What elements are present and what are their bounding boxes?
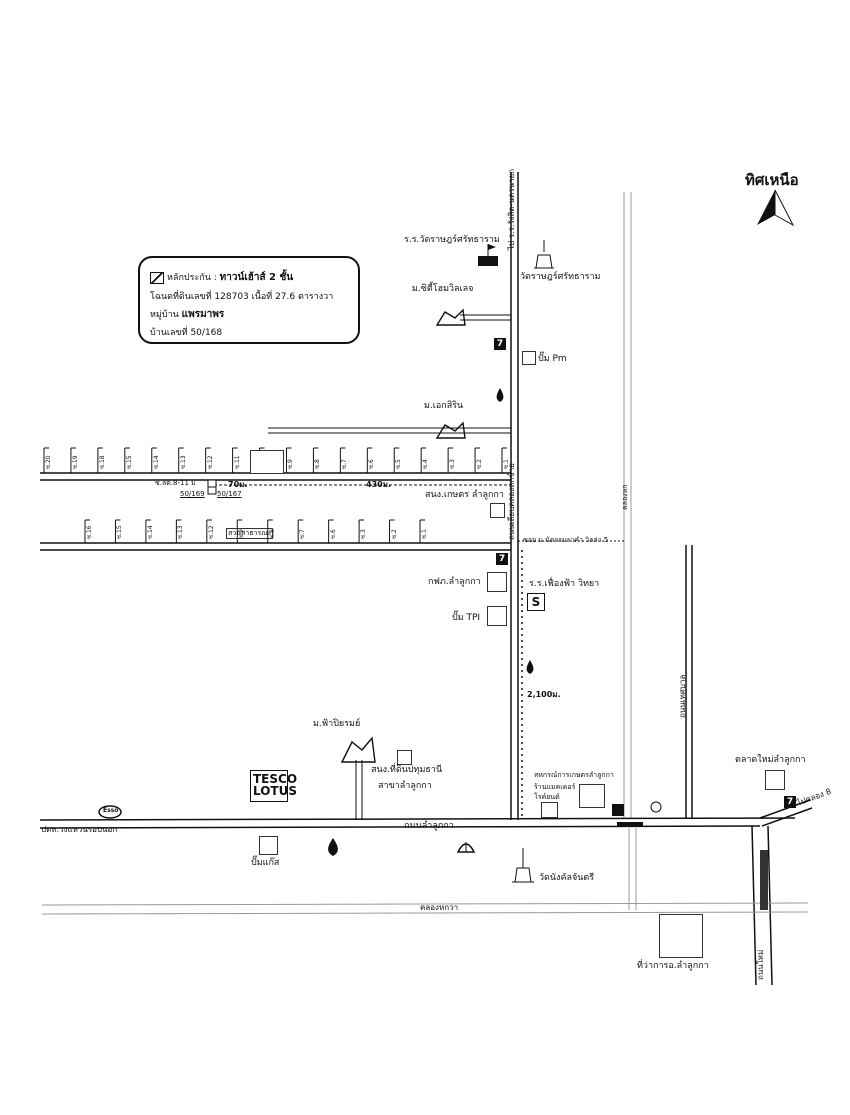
village-ekthirin-label: ม.เอกสิริน	[424, 401, 464, 411]
agri-office-label: สนง.เกษตร ลำลูกกา	[425, 490, 504, 500]
bridge-marker-2	[760, 850, 768, 910]
road-new-label: ถนนใหม่	[756, 949, 765, 980]
north-arrow-icon	[757, 189, 795, 227]
temple-icon	[534, 240, 554, 269]
seven-eleven-icon-2: 7	[496, 553, 508, 565]
land-office-box	[397, 750, 412, 765]
soi-right-label: ซอย ม.นัดรรมราคำ วิลล่า 5	[523, 536, 609, 544]
soi-label: ซ.13	[177, 525, 185, 539]
soi-label: ซ.1	[421, 529, 428, 539]
seven-eleven-icon-3: 7	[784, 796, 796, 808]
road-thetsaban-label: ถนนเทศบาล	[678, 674, 687, 718]
district-office-box	[659, 914, 703, 958]
house-no-b-label: 50/167	[217, 490, 242, 498]
soi-label: ซ.7	[341, 459, 349, 469]
north-label: ทิศเหนือ	[745, 171, 799, 189]
school-s-label: ร.ร.เฟื่องฟ้า วิทยา	[529, 579, 600, 589]
esso-logo	[98, 805, 122, 819]
dist-430-label: 430ม.	[366, 480, 392, 489]
coop-small-box	[541, 802, 558, 818]
soi-label: ซ.14	[152, 455, 160, 469]
pump-gas-box	[259, 836, 278, 855]
district-office-label: ที่ว่าการอ.ลำลูกกา	[637, 961, 709, 971]
park-label: สวนสาธารณะ	[226, 528, 274, 539]
agri-office-box	[490, 503, 505, 518]
temple-bottom-label: วัดนังคัลจันตรี	[539, 873, 595, 883]
soi-label: ซ.2	[390, 529, 398, 539]
soi-label: ซ.15	[125, 455, 133, 469]
road-vertical-label: ถนนเลียบคลองหกซ้าย	[507, 463, 516, 540]
legend-box: หลักประกัน : ทาวน์เฮ้าส์ 2 ชั้น โฉนดที่ด…	[138, 256, 360, 344]
village-icon	[340, 308, 466, 763]
soi-label: ซ.14	[146, 525, 154, 539]
soi-label: ซ.7	[299, 529, 307, 539]
soi-label: ซ.12	[207, 525, 215, 539]
soi-label: ซ.20	[45, 455, 52, 469]
gas-station-icon	[328, 388, 534, 856]
esso-label: Esso	[103, 807, 119, 814]
pump-pm-label: ปั๊ม Pm	[538, 354, 567, 364]
temple-bottom-icon	[512, 848, 534, 883]
hatch-swatch-icon	[150, 271, 164, 284]
soi-nos-label: ซ.ลิต.8-11 ม	[155, 479, 196, 487]
soi-label: ซ.11	[233, 455, 241, 469]
pump-tpi-box	[487, 606, 507, 626]
coop-label-3: โรค์ยนต์	[534, 793, 560, 801]
canal-bottom-label: คลองหกวา	[420, 903, 459, 912]
bridge-marker	[617, 822, 643, 826]
empty-plot-box	[250, 450, 284, 474]
soi-label: ซ.19	[71, 455, 79, 469]
soi-label: ซ.4	[422, 459, 430, 469]
land-office-label-1: สนง.ที่ดินปทุมธานี	[371, 765, 443, 775]
legend-line-4: บ้านเลขที่ 50/168	[150, 328, 223, 338]
canal-6-label: คลองหก	[621, 484, 629, 510]
pump-tpi-label: ปั๊ม TPI	[452, 613, 481, 623]
legend-line-3: หมู่บ้าน แพรมาพร	[150, 309, 225, 320]
ring-road-label: ปตท.วงแหวนรอบนอก	[41, 825, 118, 834]
electric-box	[487, 572, 507, 592]
shell-icon	[456, 842, 476, 853]
soi-label: ซ.18	[98, 455, 106, 469]
road-top-label: ไป ร.ร.รังสิต-นครนายก	[507, 168, 516, 250]
soi-label: ซ.12	[206, 455, 214, 469]
school-icon	[478, 244, 498, 266]
soi-label: ซ.15	[116, 525, 124, 539]
soi-label: ซ.6	[329, 529, 337, 539]
school-top-label: ร.ร.วัดราษฎร์ศรัทธาราม	[404, 235, 500, 245]
soi-label: ซ.16	[86, 525, 93, 539]
legend-line-2: โฉนดที่ดินเลขที่ 128703 เนื้อที่ 27.6 ตา…	[150, 292, 334, 302]
road-main-label: ถนนลำลูกกา	[404, 821, 454, 831]
seven-eleven-icon: 7	[494, 338, 506, 350]
pump-pm-box	[522, 351, 536, 365]
pump-gas-label: ปั๊มแก๊ส	[251, 858, 280, 868]
school-s-icon: S	[527, 593, 545, 611]
bank-icon	[612, 804, 624, 816]
temple-top-label: วัดราษฎร์ศรัทธาราม	[520, 272, 601, 282]
soi-label: ซ.8	[314, 459, 322, 469]
village-city-label: ม.ซิตี้โฮมวิลเลจ	[412, 284, 474, 294]
legend-line-1: หลักประกัน : ทาวน์เฮ้าส์ 2 ชั้น	[150, 270, 293, 285]
emblem-icon	[650, 801, 662, 813]
soi-label: ซ.2	[476, 459, 484, 469]
electric-label: กฟภ.ลำลูกกา	[428, 577, 481, 587]
soi-label: ซ.9	[287, 459, 295, 469]
house-no-a-label: 50/169	[180, 490, 205, 498]
soi-label: ซ.5	[395, 459, 403, 469]
coop-box	[579, 784, 605, 808]
coop-label-1: สหกรณ์การเกษตรลำลูกกา	[534, 771, 614, 779]
coop-label-2: ร้านแมคเคอร์	[534, 783, 576, 791]
soi-label: ซ.3	[449, 459, 457, 469]
village-faa-label: ม.ฟ้าปิยรมย์	[313, 719, 361, 729]
dist-70-label: 70ม.	[228, 480, 248, 489]
dist-2100-label: 2,100ม.	[527, 690, 561, 699]
soi-label: ซ.13	[179, 455, 187, 469]
land-office-label-2: สาขาลำลูกกา	[378, 781, 432, 791]
market-box	[765, 770, 785, 790]
soi-label: ซ.6	[368, 459, 376, 469]
market-label: ตลาดใหม่ลำลูกกา	[735, 755, 806, 765]
soi-label: ซ.3	[360, 529, 368, 539]
